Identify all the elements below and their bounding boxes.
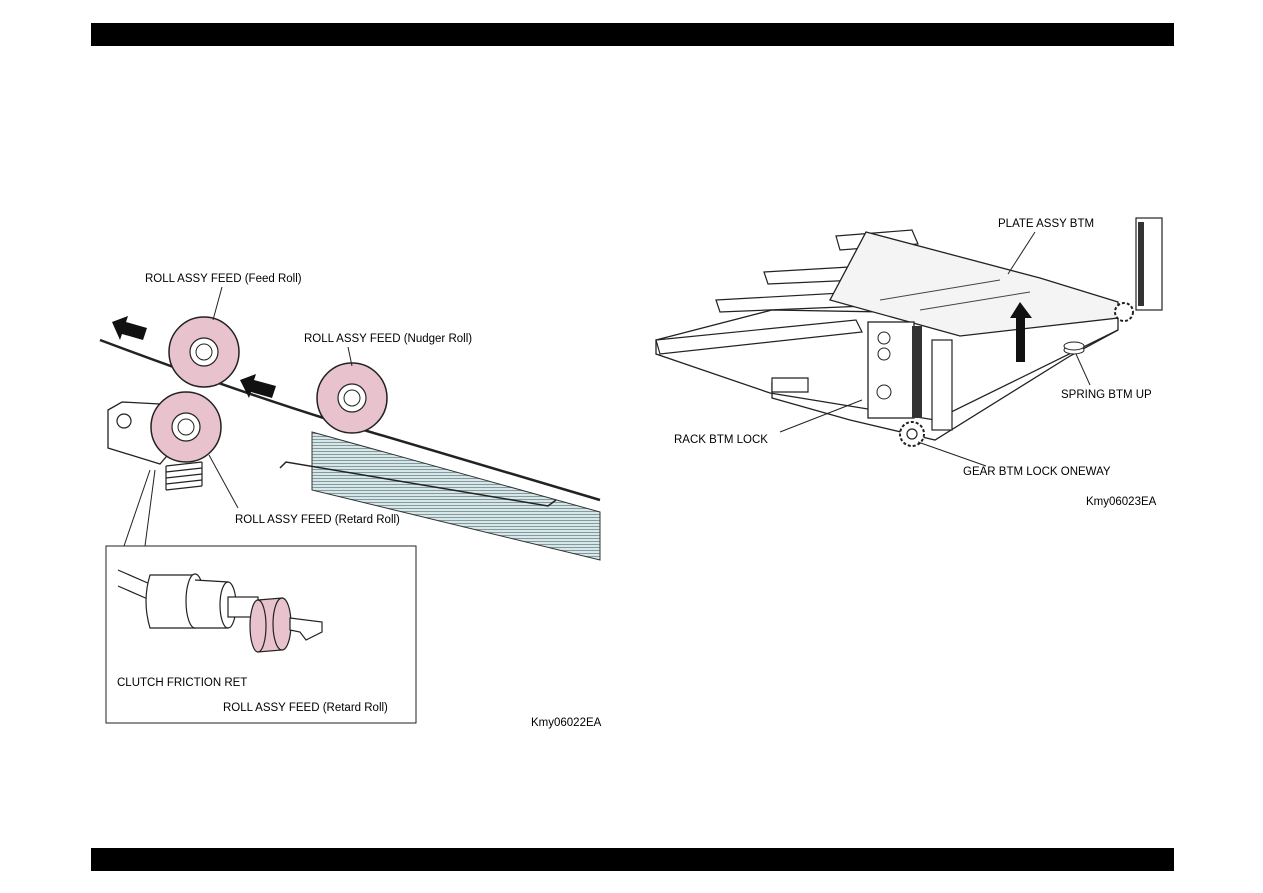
- figure-code-right: Kmy06023EA: [1086, 496, 1157, 508]
- feed-diagram: ROLL ASSY FEED (Feed Roll) ROLL ASSY FEE…: [99, 273, 602, 729]
- label-spring: SPRING BTM UP: [1061, 389, 1152, 401]
- tray-diagram: PLATE ASSY BTM SPRING BTM UP RACK BTM LO…: [655, 217, 1163, 508]
- label-retard-roll: ROLL ASSY FEED (Retard Roll): [235, 514, 400, 526]
- gear-icon: [899, 421, 925, 447]
- label-retard-roll-detail: ROLL ASSY FEED (Retard Roll): [223, 702, 388, 714]
- nudge-arrow-icon: [240, 374, 276, 398]
- detail-inset: CLUTCH FRICTION RET ROLL ASSY FEED (Reta…: [105, 545, 417, 724]
- spring-btm-up: [1063, 341, 1085, 355]
- feed-arrow-icon: [112, 316, 147, 340]
- retard-roll-assembly: [107, 391, 222, 491]
- side-rack: [1114, 217, 1163, 322]
- nudger-roll: [316, 362, 388, 434]
- label-feed-roll: ROLL ASSY FEED (Feed Roll): [145, 273, 302, 285]
- lift-arrow-icon: [1010, 302, 1032, 362]
- tray-plate: [279, 461, 557, 507]
- header-bar: [91, 23, 1174, 46]
- feed-roll: [168, 316, 240, 388]
- label-plate: PLATE ASSY BTM: [998, 218, 1094, 230]
- tray-leader-lines: [779, 231, 1091, 467]
- figure-code-left: Kmy06022EA: [531, 717, 602, 729]
- fed-sheet: [99, 338, 601, 502]
- rack-btm-lock: [867, 321, 953, 431]
- label-rack: RACK BTM LOCK: [674, 434, 768, 446]
- footer-bar: [91, 848, 1174, 871]
- label-gear: GEAR BTM LOCK ONEWAY: [963, 466, 1111, 478]
- label-nudger-roll: ROLL ASSY FEED (Nudger Roll): [304, 333, 472, 345]
- spring: [165, 461, 203, 491]
- paper-stack: [311, 431, 601, 561]
- label-clutch: CLUTCH FRICTION RET: [117, 677, 247, 689]
